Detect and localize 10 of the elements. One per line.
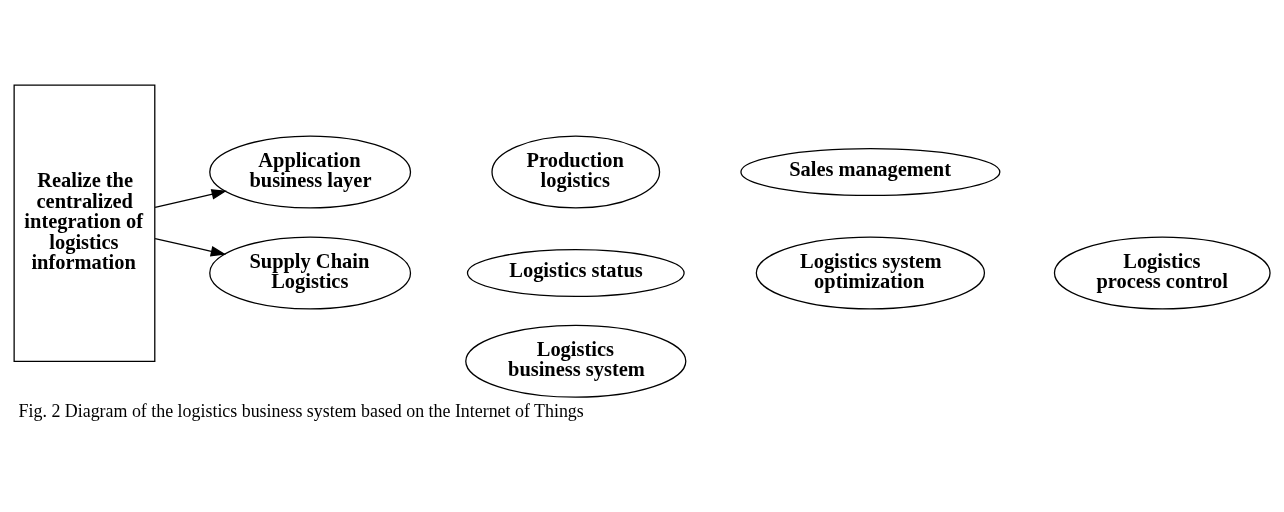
node-ellipse: Logistics business system (465, 324, 687, 398)
node-box: Realize the centralized integration of logistics information (13, 84, 156, 362)
node-ellipse: Production logistics (491, 135, 661, 209)
arrow (154, 189, 227, 208)
node-ellipse: Logistics process control (1053, 236, 1271, 310)
node-ellipse: Logistics system optimization (755, 236, 986, 310)
node-ellipse: Logistics status (466, 249, 685, 298)
node-ellipse: Sales management (740, 148, 1001, 197)
arrow (154, 238, 227, 257)
caption: Fig. 2 Diagram of the logistics business system based on the Internet of Things (18, 400, 584, 421)
